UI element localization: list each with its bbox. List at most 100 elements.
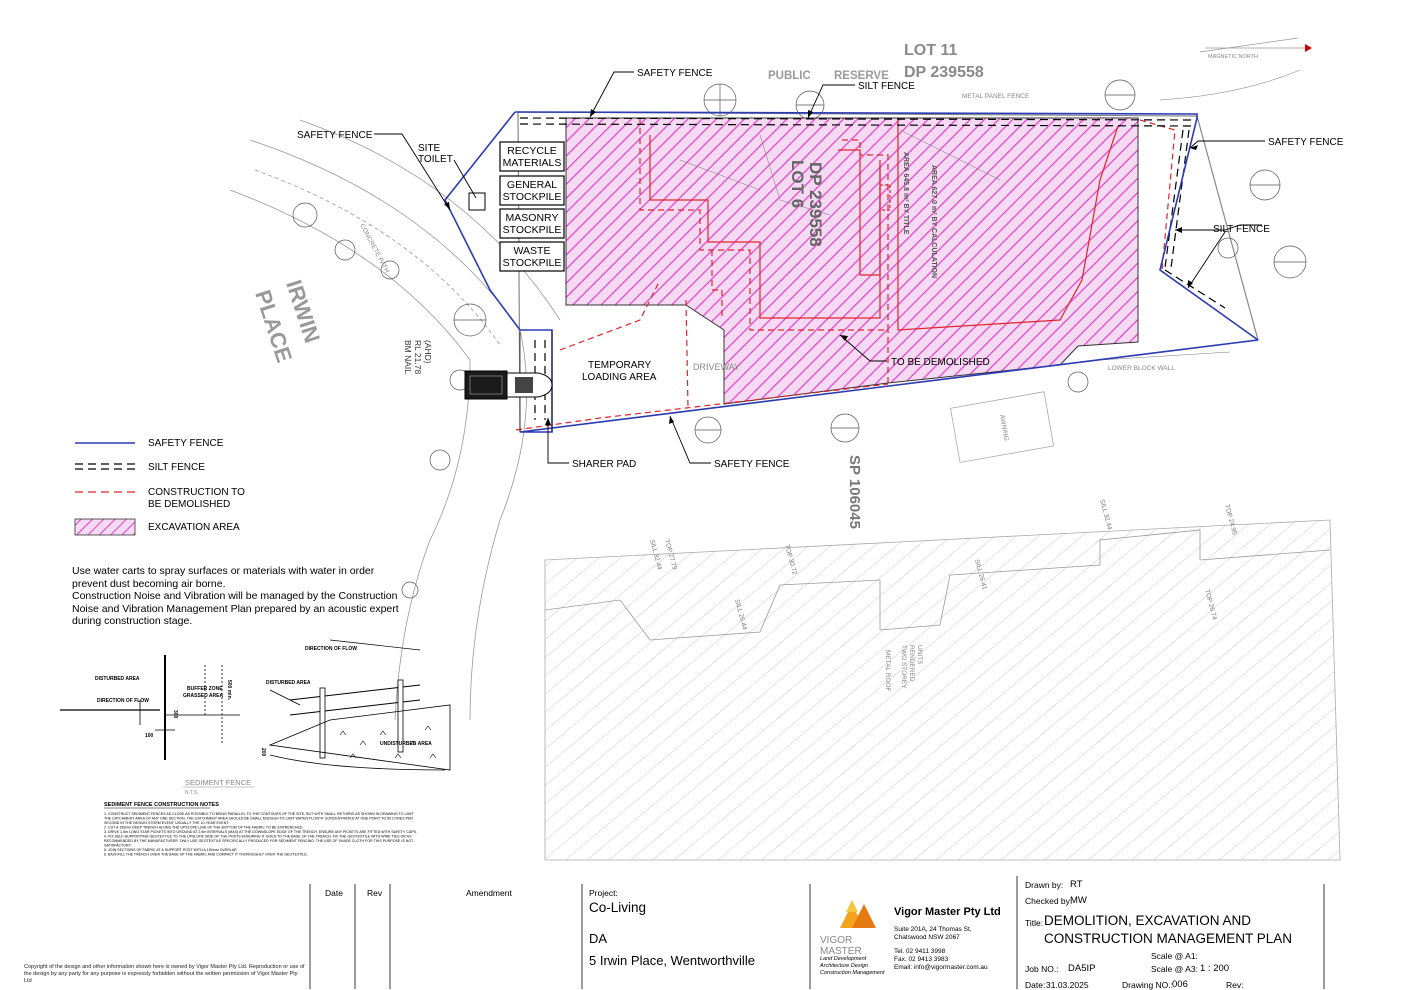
detail-labels: DISTURBED AREA DIRECTION OF FLOW BUFFER …	[95, 646, 432, 757]
detail-note-6: RECOMMENDED BY THE MANUFACTURER. ONLY US…	[104, 839, 414, 843]
awning: AWNING	[998, 414, 1009, 441]
units-2: RENDERED	[908, 645, 915, 682]
stockpile-recycle-1: RECYCLE	[507, 145, 557, 157]
callout-sharer-pad: SHARER PAD	[572, 459, 636, 470]
callout-leaders	[374, 71, 1265, 464]
detail-disturbed-left: DISTURBED AREA	[95, 676, 140, 682]
detail-title-text: SEDIMENT FENCE	[185, 778, 251, 787]
detail-note-5: 4. FIX SELF-SUPPORTING GEOTEXTILE TO THE…	[104, 835, 412, 839]
safety-fence-lines	[444, 111, 1259, 433]
col-rev: Rev	[367, 888, 383, 898]
copyright-notice: Copyright of the design and other inform…	[24, 964, 305, 984]
units-3: UNITS	[916, 645, 923, 665]
legend-demolish-label-2: BE DEMOLISHED	[148, 499, 230, 510]
metal-panel-fence: METAL PANEL FENCE	[962, 93, 1030, 100]
level-3: SILL 32.44	[1098, 499, 1113, 531]
lot-11-line2: DP 239558	[904, 64, 984, 81]
legend-safety-label: SAFETY FENCE	[148, 438, 224, 449]
lot-6-line2: DP 239558	[806, 162, 825, 247]
title-label: Title:	[1025, 918, 1044, 928]
scale-a1-label: Scale @ A1:	[1151, 951, 1198, 961]
stockpile-boxes	[499, 141, 565, 272]
callout-driveway: DRIVEWAY	[693, 362, 740, 372]
truck	[464, 370, 553, 400]
logo-vigor: VIGOR	[820, 935, 852, 946]
legend-excavation-swatch	[74, 518, 136, 536]
legend: SAFETY FENCE SILT FENCE CONSTRUCTION TO …	[74, 438, 245, 536]
bm-nail-label: BM NAIL RL 21.78 (AHD)	[403, 340, 433, 374]
detail-note-0: 1. CONSTRUCT SEDIMENT FENCES AS CLOSE AS…	[104, 812, 414, 816]
callout-site-toilet-2: TOILET	[418, 154, 453, 165]
detail-buffer-1: BUFFER ZONE	[187, 686, 223, 692]
job-no-label: Job NO.:	[1025, 964, 1059, 974]
stockpile-labels: RECYCLE MATERIALS GENERAL STOCKPILE MASO…	[503, 145, 562, 269]
callout-safety-fence-bottom: SAFETY FENCE	[714, 459, 790, 470]
callout-silt-fence-right: SILT FENCE	[1213, 224, 1270, 235]
project-type: DA	[589, 931, 608, 946]
detail-note-7: SATISFACTORY.	[104, 844, 132, 848]
excavation-area	[565, 117, 1139, 405]
sediment-fence-detail	[60, 639, 451, 771]
existing-features	[679, 69, 1301, 361]
title-line-2: CONSTRUCTION MANAGEMENT PLAN	[1044, 931, 1293, 946]
detail-note-9: 6. BACKFILL THE TRENCH OVER THE BASE OF …	[104, 853, 308, 857]
note-noise: Construction Noise and Vibration will be…	[72, 590, 399, 627]
company-fax: Fax. 02 9413 3983	[894, 956, 949, 963]
drawing-no: 006	[1172, 979, 1188, 990]
detail-disturbed-right: DISTURBED AREA	[266, 680, 311, 686]
drawn-by: RT	[1070, 879, 1083, 890]
lot-11-label: LOT 11 DP 239558	[904, 42, 984, 81]
callout-safety-fence-top: SAFETY FENCE	[637, 68, 713, 79]
stockpile-masonry-1: MASONRY	[506, 212, 559, 224]
company-tagline: Land Development Architecture Design Con…	[820, 956, 885, 977]
concrete-path: CONCRETE PATH	[358, 223, 390, 275]
notes-block: Use water carts to spray surfaces or mat…	[72, 565, 412, 628]
stockpile-waste-1: WASTE	[514, 245, 551, 257]
company-address-2: Chatswood NSW 2067	[894, 934, 960, 941]
scale-a3-label: Scale @ A3:	[1151, 964, 1198, 974]
company-email: Email: info@vigormaster.com.au	[894, 964, 988, 971]
legend-demolish-label-1: CONSTRUCTION TO	[148, 487, 245, 498]
detail-note-4: 3. DRIVE 1.5m LONG STAR PICKETS INTO GRO…	[104, 830, 417, 834]
company-name: Vigor Master Pty Ltd	[894, 906, 1001, 918]
units-1: TWO STOREY	[900, 645, 907, 689]
tagline-3: Construction Management	[820, 970, 885, 976]
area-title: AREA 645.8 m² BY TITLE	[902, 152, 909, 235]
demolition-outlines	[515, 118, 1176, 431]
detail-flow-right: DIRECTION OF FLOW	[305, 646, 357, 652]
trees	[292, 79, 1307, 599]
legend-silt-label: SILT FENCE	[148, 462, 205, 473]
rev-label: Rev:	[1226, 980, 1244, 990]
title-block: Date Rev Amendment Project: Co-Living DA…	[0, 879, 1422, 990]
stockpile-waste-2: STOCKPILE	[503, 257, 562, 269]
neighbour-building	[544, 519, 1341, 861]
stockpile-general-1: GENERAL	[507, 179, 557, 191]
detail-dim-300: 300	[172, 710, 178, 719]
checked-by: MW	[1070, 895, 1087, 906]
title-line-1: DEMOLITION, EXCAVATION AND	[1044, 913, 1252, 928]
company-address: Suite 201A, 24 Thomas St, Chatswood NSW …	[894, 926, 988, 972]
detail-dim-500: 500 min.	[226, 680, 232, 701]
stockpile-recycle-2: MATERIALS	[503, 157, 562, 169]
bm-nail-3: (AHD)	[423, 340, 433, 364]
detail-undisturbed: UNDISTURBED AREA	[380, 741, 432, 747]
date-value: 31.03.2025	[1046, 980, 1089, 990]
lot-11-line1: LOT 11	[904, 42, 957, 59]
tagline-2: Architecture Design	[820, 963, 868, 969]
project-name: Co-Living	[589, 900, 647, 915]
callout-safety-fence-right: SAFETY FENCE	[1268, 137, 1344, 148]
callout-silt-fence-top: SILT FENCE	[858, 81, 915, 92]
job-no: DA5IP	[1068, 963, 1096, 974]
company-logo: VIGOR MASTER	[820, 900, 876, 957]
callout-to-be-demolished: TO BE DEMOLISHED	[891, 357, 990, 368]
bm-nail-2: RL 21.78	[413, 340, 423, 374]
detail-notes-title: SEDIMENT FENCE CONSTRUCTION NOTES	[104, 802, 219, 808]
detail-dim-100: 100	[145, 733, 154, 739]
callout-site-toilet-1: SITE	[418, 143, 441, 154]
detail-title: SEDIMENT FENCE N.T.S. SEDIMENT FENCE CON…	[104, 778, 255, 809]
detail-note-1: THE CATCHMENT AREA OF ANY ONE SECTION. T…	[104, 817, 413, 821]
sp-label: SP 106045	[846, 455, 863, 529]
public-reserve-label: PUBLIC RESERVE	[768, 70, 889, 82]
logo-master: MASTER	[820, 946, 862, 957]
